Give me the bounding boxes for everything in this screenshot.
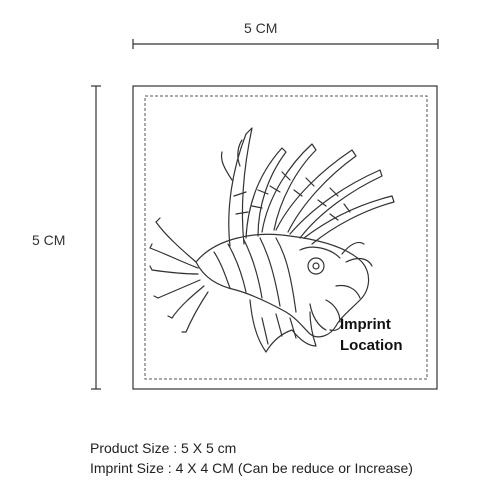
width-dimension-label: 5 CM: [244, 20, 278, 36]
imprint-location-label: Imprint Location: [340, 314, 403, 356]
imprint-label-line1: Imprint: [340, 316, 391, 333]
imprint-label-line2: Location: [340, 337, 403, 354]
product-size-text: Product Size : 5 X 5 cm: [90, 440, 237, 456]
imprint-size-text: Imprint Size : 4 X 4 CM (Can be reduce o…: [90, 460, 413, 476]
height-dimension-label: 5 CM: [32, 232, 66, 248]
imprint-area-border: [144, 95, 428, 380]
lionfish-illustration: [149, 127, 395, 353]
